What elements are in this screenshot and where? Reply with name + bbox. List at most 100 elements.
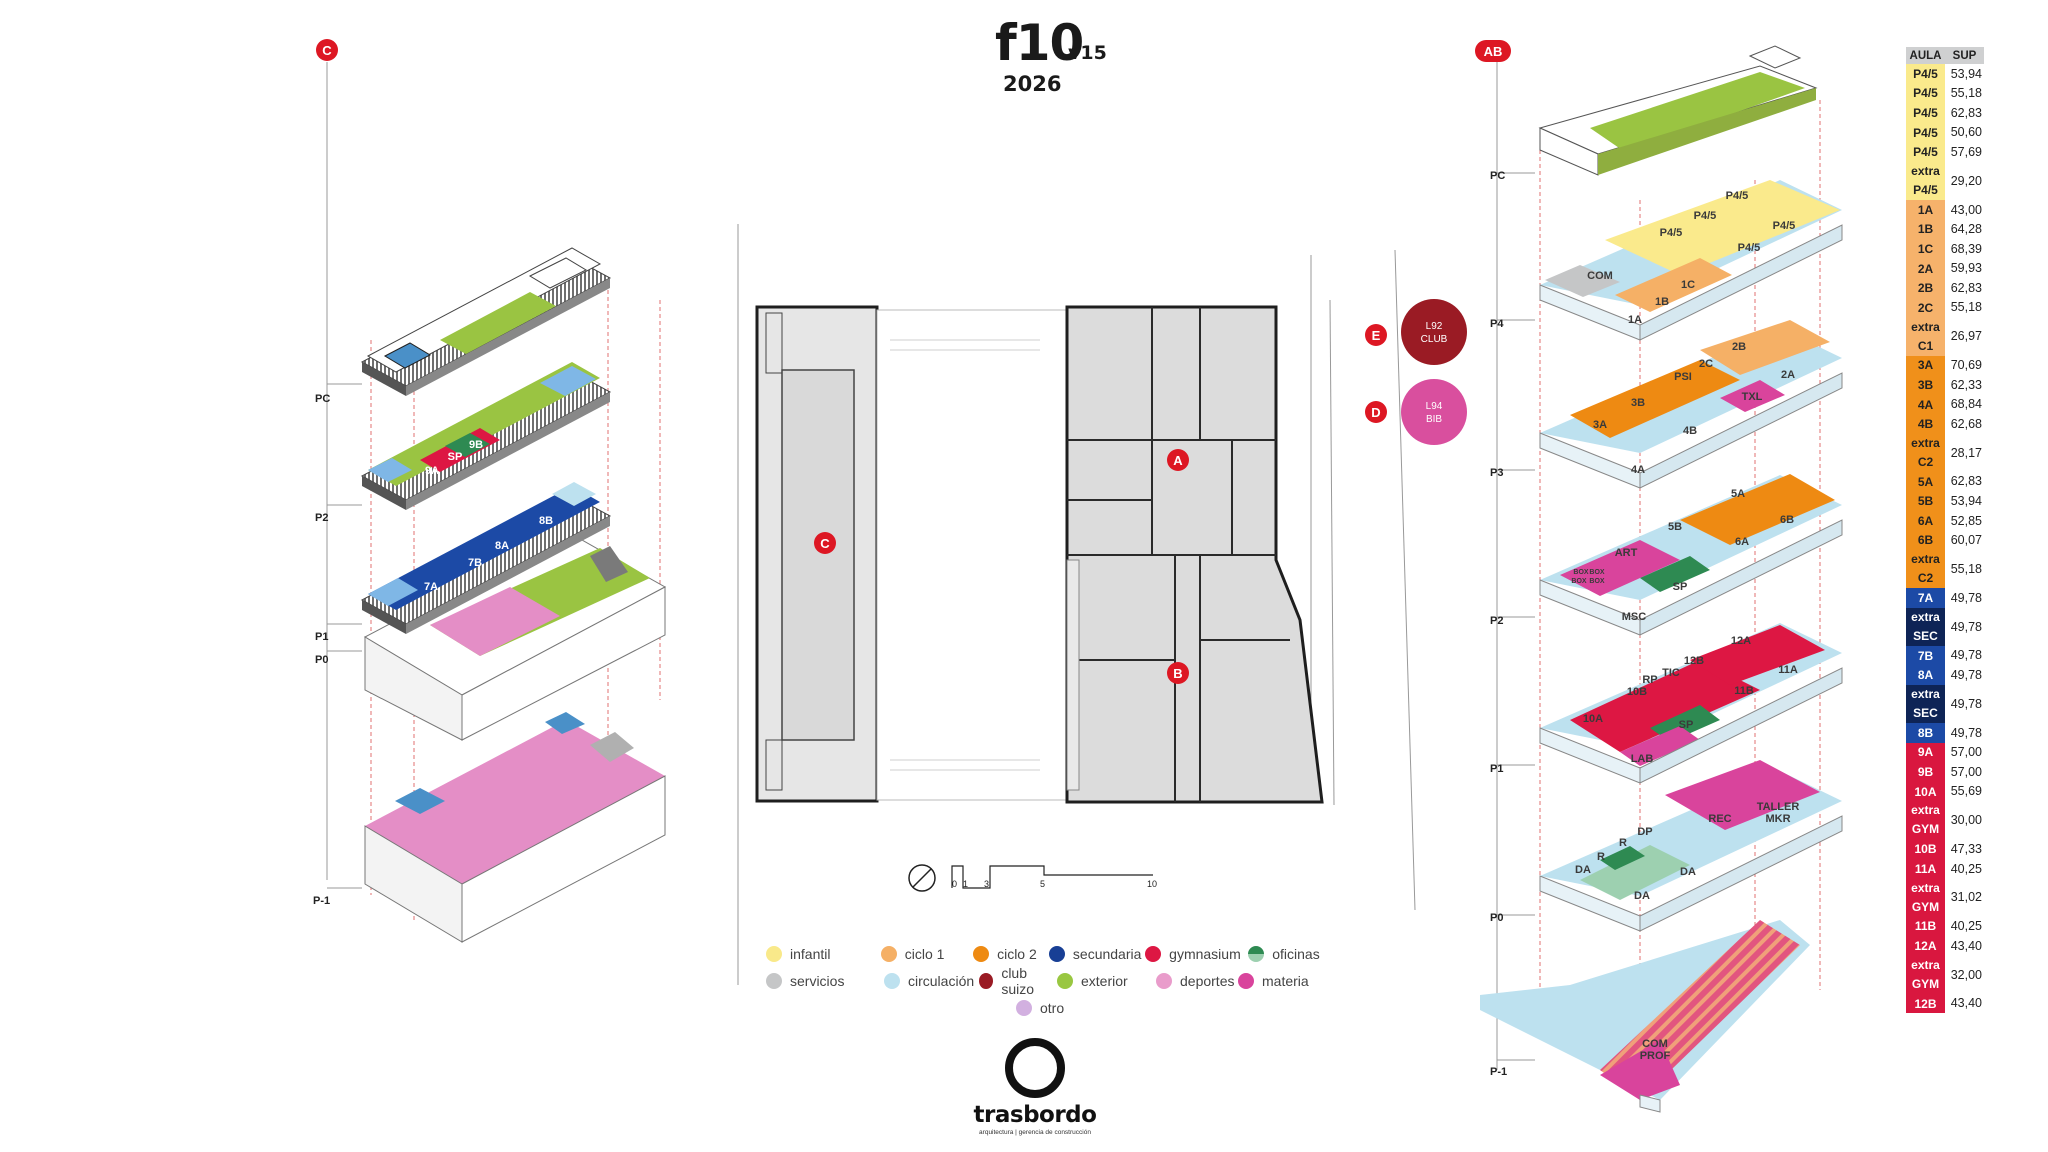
aula-name: 12A <box>1914 939 1937 954</box>
right-room-label: BOX <box>1571 578 1587 585</box>
club-code: L94 <box>1426 401 1443 412</box>
right-room-label: MSC <box>1622 611 1647 623</box>
right-room-label: PSI <box>1674 371 1692 383</box>
right-room-label: 12B <box>1684 655 1704 667</box>
left-axonometric: 9B SP 9A 8B 8A 7B 7A PC P2 P1 P0 P-1 C <box>313 39 667 943</box>
right-room-label: 5A <box>1731 488 1745 500</box>
right-room-label: TALLER <box>1757 801 1800 813</box>
legend-item-circulacion: circulación <box>884 972 979 989</box>
left-level-label: P1 <box>315 631 328 643</box>
legend-swatch <box>766 972 782 989</box>
sup-cell: 62,68 <box>1950 416 1982 431</box>
right-room-label: MKR <box>1765 813 1790 825</box>
aula-name: extra <box>1911 609 1940 624</box>
left-room-label: 9A <box>425 465 439 477</box>
aula-name-secondary: GYM <box>1911 899 1940 914</box>
legend-swatch <box>1248 945 1265 962</box>
legend-label: circulación <box>908 972 975 989</box>
left-level-label: P-1 <box>313 895 330 907</box>
aula-name: 10A <box>1914 784 1937 799</box>
aula-name: extra <box>1911 435 1940 450</box>
left-level-label: PC <box>315 393 330 405</box>
aula-cell: P4/5 <box>1906 122 1945 143</box>
legend-item-oficinas: oficinas <box>1248 945 1326 962</box>
sup-cell: 62,83 <box>1950 105 1982 120</box>
scale-tick: 3 <box>984 879 989 889</box>
sup-cell: 31,02 <box>1950 890 1982 905</box>
right-room-label: 10A <box>1583 713 1603 725</box>
aula-cell: 2B <box>1906 278 1945 298</box>
sup-cell: 55,18 <box>1950 300 1982 315</box>
aula-cell: 6A <box>1906 511 1945 531</box>
sup-cell: 68,84 <box>1950 397 1982 412</box>
sup-cell: 28,17 <box>1950 445 1982 460</box>
sup-cell: 60,07 <box>1950 533 1982 548</box>
plan-marker-c <box>814 532 836 554</box>
aula-cell: 8A <box>1906 665 1945 686</box>
legend-label: deportes <box>1180 972 1235 989</box>
aula-name: 8A <box>1917 668 1934 683</box>
legend-row: servicios circulación club suizo exterio… <box>766 964 1326 997</box>
aula-name: 11A <box>1914 861 1937 876</box>
sup-cell: 49,78 <box>1950 590 1982 605</box>
right-room-label: DA <box>1634 890 1650 902</box>
right-level-label: P2 <box>1490 615 1503 627</box>
aula-name: extra <box>1911 319 1940 334</box>
aula-name: 2B <box>1917 281 1934 296</box>
sup-cell: 43,40 <box>1950 938 1982 953</box>
aula-name-secondary: SEC <box>1913 628 1938 643</box>
right-room-label: P4/5 <box>1694 210 1717 222</box>
right-room-label: 2C <box>1699 358 1713 370</box>
aula-name: 11B <box>1914 919 1937 934</box>
aula-cell: 12B <box>1906 993 1945 1014</box>
aula-name: 4B <box>1917 417 1934 432</box>
table-header-sup: SUP <box>1945 47 1984 64</box>
legend-label: club suizo <box>1001 964 1034 997</box>
aula-name: 5A <box>1917 474 1934 489</box>
legend-item-exterior: exterior <box>1057 972 1156 989</box>
aula-name-secondary: P4/5 <box>1913 182 1938 197</box>
right-room-label: R <box>1597 851 1605 863</box>
aula-cell: 11A <box>1906 859 1945 879</box>
right-room-label: 1C <box>1681 279 1695 291</box>
section-marker-c <box>316 39 338 61</box>
aula-cell: 1B <box>1906 219 1945 240</box>
sup-cell: 62,33 <box>1950 377 1982 392</box>
table-row: 11A 40,25 <box>1906 859 1984 879</box>
sup-cell: 40,25 <box>1950 861 1982 876</box>
table-row: P4/5 50,60 <box>1906 122 1984 143</box>
aula-cell: 7B <box>1906 645 1945 666</box>
right-room-label: 5B <box>1668 521 1682 533</box>
sup-cell: 55,18 <box>1950 562 1982 577</box>
club-code: L92 <box>1426 321 1443 332</box>
aula-name: P4/5 <box>1913 125 1938 140</box>
right-room-label: 12A <box>1731 635 1751 647</box>
right-room-label: 11B <box>1734 685 1754 697</box>
sup-cell: 50,60 <box>1950 125 1982 140</box>
sup-cell: 32,00 <box>1950 967 1982 982</box>
legend-item-servicios: servicios <box>766 972 884 989</box>
sup-cell: 43,00 <box>1950 202 1982 217</box>
aula-name: extra <box>1911 957 1940 972</box>
right-room-label: BOX <box>1589 578 1605 585</box>
right-room-label: 1A <box>1628 314 1642 326</box>
legend-label: secundaria <box>1072 945 1142 962</box>
right-room-label: PROF <box>1640 1050 1671 1062</box>
left-room-label: 8B <box>539 515 553 527</box>
scale-tick: 10 <box>1147 879 1157 889</box>
aula-cell: 8B <box>1906 723 1945 743</box>
aula-cell: 7A <box>1906 588 1945 608</box>
aula-cell: 9A <box>1906 742 1945 763</box>
section-marker-ab <box>1475 40 1511 62</box>
